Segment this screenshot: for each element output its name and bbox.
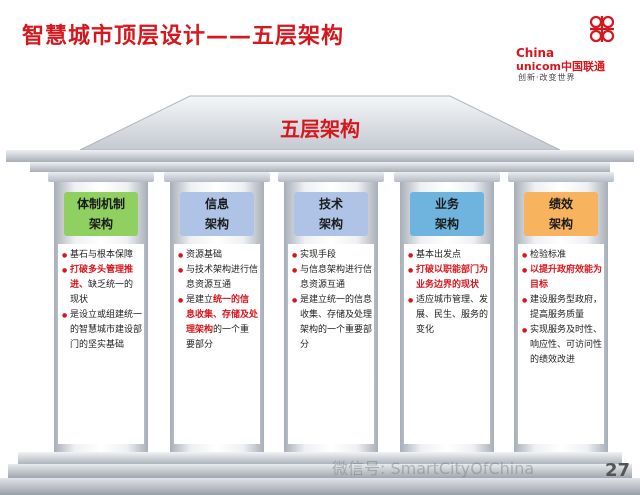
- bullet-item: 检验标准: [522, 248, 602, 263]
- bullet-item: 实现手段: [292, 248, 372, 263]
- bullet-text: 的一个重要部分: [186, 325, 250, 350]
- bullet-text: 是建立统一的信息收集、存储及处理架构的一个重要部分: [300, 295, 373, 350]
- pillar-heading-sub: 架构: [204, 217, 229, 231]
- slide-title: 智慧城市顶层设计——五层架构: [22, 24, 345, 49]
- base-step-1: [18, 452, 622, 464]
- bullet-text: 检验标准: [530, 250, 567, 260]
- bullet-list: 基本出发点打破以职能部门为业务边界的现状适应城市管理、发展、民生、服务的变化: [404, 244, 490, 338]
- bullet-item: 打破多头管理推进、缺乏统一的现状: [62, 263, 142, 308]
- pillar-heading: 绩效架构: [524, 192, 598, 236]
- bullet-text: 与信息架构进行信息资源互通: [300, 265, 373, 290]
- pillar-1: 体制机制架构基石与根本保障打破多头管理推进、缺乏统一的现状是设立或组建统一的智慧…: [48, 172, 154, 452]
- bullet-item: 是建立统一的信息收集、存储及处理架构的一个重要部分: [178, 293, 258, 353]
- pillar-5: 绩效架构检验标准以提升政府效能为目标建设服务型政府，提高服务质量实现服务及时性、…: [508, 172, 614, 452]
- bullet-item: 适应城市管理、发展、民生、服务的变化: [408, 293, 488, 338]
- bullet-list: 检验标准以提升政府效能为目标建设服务型政府，提高服务质量实现服务及时性、响应性、…: [518, 244, 604, 368]
- bullet-list: 基石与根本保障打破多头管理推进、缺乏统一的现状是设立或组建统一的智慧城市建设部门…: [58, 244, 144, 353]
- pillar-panel: 基石与根本保障打破多头管理推进、缺乏统一的现状是设立或组建统一的智慧城市建设部门…: [58, 244, 144, 444]
- pillar-panel: 基本出发点打破以职能部门为业务边界的现状适应城市管理、发展、民生、服务的变化: [404, 244, 490, 444]
- roof-title: 五层架构: [280, 117, 360, 141]
- highlight-text: 统一的信息收集、存储及处理架构: [186, 295, 259, 335]
- highlight-text: 以提升政府效能为目标: [530, 265, 603, 290]
- brand-line1: China: [516, 46, 555, 60]
- pillar-heading: 体制机制架构: [64, 192, 138, 236]
- highlight-text: 打破以职能部门为业务边界的现状: [416, 265, 489, 290]
- bullet-item: 是设立或组建统一的智慧城市建设部门的坚实基础: [62, 308, 142, 353]
- bullet-text: 基石与根本保障: [70, 250, 134, 260]
- watermark-text: 微信号: SmartCityOfChina: [332, 459, 535, 478]
- bullet-list: 实现手段与信息架构进行信息资源互通是建立统一的信息收集、存储及处理架构的一个重要…: [288, 244, 374, 353]
- pillar-capital: [278, 172, 384, 182]
- pillar-heading-sub: 架构: [88, 217, 113, 231]
- page-number: 27: [604, 460, 630, 481]
- brand-line2: unicom中国联通: [516, 60, 605, 73]
- bullet-item: 基本出发点: [408, 248, 488, 263]
- bullet-item: 实现服务及时性、响应性、可访问性的绩效改进: [522, 323, 602, 368]
- brand-slogan: 创新·改变世界: [518, 73, 576, 82]
- pillar-heading: 业务架构: [410, 192, 484, 236]
- bullet-text: 是建立: [186, 295, 214, 305]
- bullet-item: 与信息架构进行信息资源互通: [292, 263, 372, 293]
- china-unicom-logo: China unicom中国联通 创新·改变世界: [516, 10, 626, 82]
- unicom-knot-icon: [589, 15, 615, 43]
- bullet-text: 与技术架构进行信息资源互通: [186, 265, 259, 290]
- pillar-heading-sub: 架构: [548, 217, 573, 231]
- pillar-heading: 信息架构: [180, 192, 254, 236]
- pillar-capital: [48, 172, 154, 182]
- bullet-text: 建设服务型政府，提高服务质量: [530, 295, 603, 320]
- pillar-heading-name: 体制机制: [76, 197, 125, 211]
- pillar-4: 业务架构基本出发点打破以职能部门为业务边界的现状适应城市管理、发展、民生、服务的…: [394, 172, 500, 452]
- pillar-heading-sub: 架构: [434, 217, 459, 231]
- bullet-text: 适应城市管理、发展、民生、服务的变化: [416, 295, 489, 335]
- pillar-heading-name: 绩效: [548, 197, 573, 211]
- pillar-heading: 技术架构: [294, 192, 368, 236]
- pillar-capital: [394, 172, 500, 182]
- bullet-text: 实现服务及时性、响应性、可访问性的绩效改进: [530, 325, 603, 365]
- pillar-panel: 检验标准以提升政府效能为目标建设服务型政府，提高服务质量实现服务及时性、响应性、…: [518, 244, 604, 444]
- roof-pediment: [6, 95, 634, 172]
- bullet-item: 建设服务型政府，提高服务质量: [522, 293, 602, 323]
- bullet-list: 资源基础与技术架构进行信息资源互通是建立统一的信息收集、存储及处理架构的一个重要…: [174, 244, 260, 353]
- base-step-3: [0, 478, 640, 495]
- pillar-3: 技术架构实现手段与信息架构进行信息资源互通是建立统一的信息收集、存储及处理架构的…: [278, 172, 384, 452]
- pillar-heading-name: 信息: [204, 197, 229, 211]
- pillar-capital: [508, 172, 614, 182]
- bullet-item: 以提升政府效能为目标: [522, 263, 602, 293]
- pillar-panel: 实现手段与信息架构进行信息资源互通是建立统一的信息收集、存储及处理架构的一个重要…: [288, 244, 374, 444]
- bullet-item: 与技术架构进行信息资源互通: [178, 263, 258, 293]
- bullet-text: 基本出发点: [416, 250, 462, 260]
- bullet-item: 基石与根本保障: [62, 248, 142, 263]
- bullet-text: 实现手段: [300, 250, 337, 260]
- pillar-panel: 资源基础与技术架构进行信息资源互通是建立统一的信息收集、存储及处理架构的一个重要…: [174, 244, 260, 444]
- pillar-2: 信息架构资源基础与技术架构进行信息资源互通是建立统一的信息收集、存储及处理架构的…: [164, 172, 270, 452]
- bullet-item: 打破以职能部门为业务边界的现状: [408, 263, 488, 293]
- bullet-item: 资源基础: [178, 248, 258, 263]
- base-step-2: [8, 464, 632, 478]
- pillar-heading-name: 业务: [434, 197, 459, 211]
- bullet-text: 缺乏统一的现状: [70, 280, 134, 305]
- bullet-text: 资源基础: [186, 250, 223, 260]
- pillar-heading-sub: 架构: [318, 217, 343, 231]
- highlight-text: 打破多头管理推进、: [70, 265, 134, 290]
- bullet-text: 是设立或组建统一的智慧城市建设部门的坚实基础: [70, 310, 143, 350]
- pillar-capital: [164, 172, 270, 182]
- pillar-heading-name: 技术: [318, 197, 343, 211]
- bullet-item: 是建立统一的信息收集、存储及处理架构的一个重要部分: [292, 293, 372, 353]
